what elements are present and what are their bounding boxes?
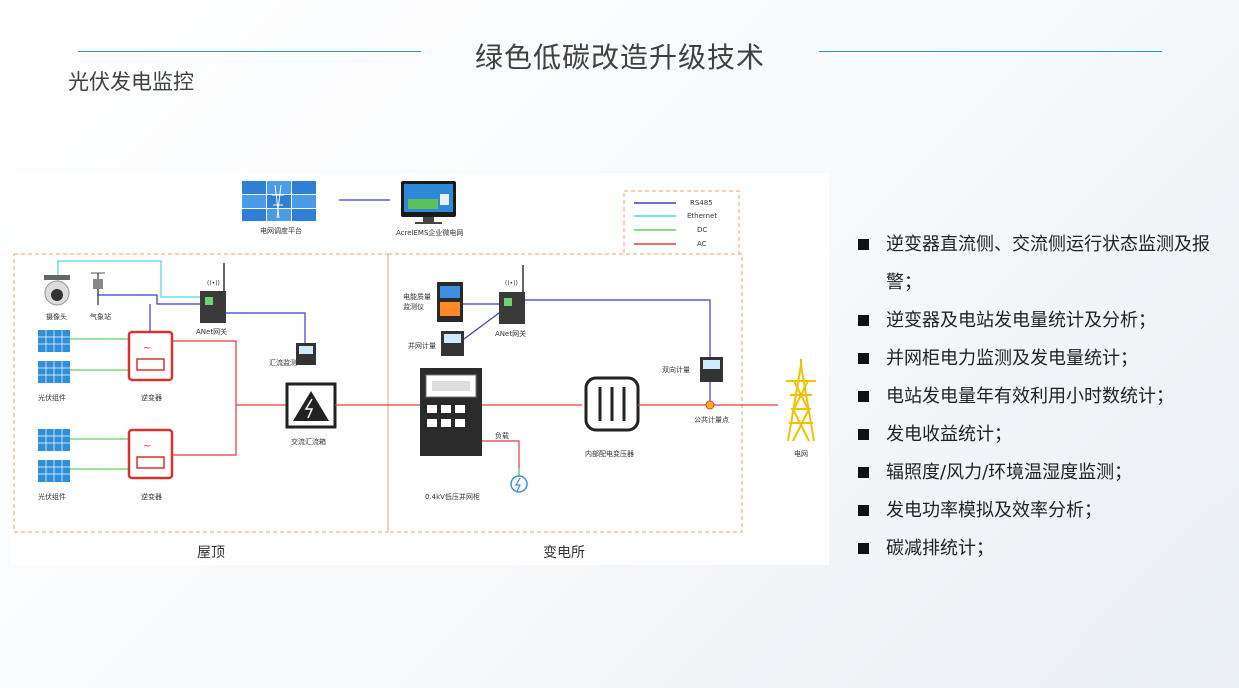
bullet-square-icon [858, 543, 869, 554]
pv2-label: 光伏组件 [38, 492, 66, 501]
bidir-meter-icon [700, 357, 723, 382]
anet-roof-gateway-icon: ((•)) [200, 263, 226, 323]
pq-monitor-icon [437, 282, 463, 322]
feature-text: 电站发电量年有效利用小时数统计； [886, 386, 1174, 407]
load-icon [510, 475, 528, 493]
bullet-square-icon [858, 391, 869, 402]
feature-text: 发电功率模拟及效率分析； [886, 500, 1102, 521]
camera-ethernet-link [57, 260, 203, 298]
grid-meter-label: 并网计量 [408, 341, 436, 350]
anet-sub-label: ANet网关 [495, 329, 526, 338]
power-tower-icon [786, 359, 816, 442]
feature-item: 辐照度/风力/环境温湿度监测； [858, 454, 1228, 492]
system-diagram: RS485 Ethernet DC AC 电网调度平台 AcrelEMS企业微电… [10, 173, 829, 565]
feature-text: 发电收益统计； [886, 424, 1012, 445]
title-line-left [78, 51, 421, 52]
transformer-label: 内部配电变压器 [585, 449, 634, 458]
svg-text:~: ~ [143, 343, 151, 354]
grid-dispatch-label: 电网调度平台 [260, 226, 302, 235]
legend-box [623, 190, 740, 255]
load-label: 负载 [495, 431, 509, 440]
cabinet-label: 0.4kV低压并网柜 [425, 492, 480, 501]
cabinet-icon [420, 368, 482, 456]
ems-label: AcrelEMS企业微电网 [396, 228, 463, 237]
feature-item: 发电收益统计； [858, 416, 1228, 454]
grid-dispatch-screen-icon [242, 181, 316, 221]
feature-item: 逆变器直流侧、交流侧运行状态监测及报警； [858, 226, 1228, 302]
feature-text: 辐照度/风力/环境温湿度监测； [886, 462, 1133, 483]
bullet-square-icon [858, 353, 869, 364]
combiner-meter-icon [296, 343, 316, 365]
title-line-right [819, 51, 1162, 52]
feature-text: 逆变器直流侧、交流侧运行状态监测及报警； [886, 234, 1210, 293]
bidir-meter-label: 双向计量 [662, 365, 690, 374]
anet-bidir-rs485-link [525, 299, 711, 357]
anet-sub-gateway-icon: ((•)) [499, 265, 525, 324]
bullet-square-icon [858, 467, 869, 478]
legend-ethernet-label: Ethernet [687, 212, 717, 220]
inverter1-label: 逆变器 [141, 393, 162, 402]
pcc-label: 公共计量点 [694, 415, 729, 424]
pv1-label: 光伏组件 [38, 393, 66, 402]
bullet-square-icon [858, 315, 869, 326]
legend-ac-label: AC [697, 240, 707, 248]
inverter-2-icon: ~ [127, 428, 174, 480]
combiner-meter-label: 汇流监测 [269, 358, 297, 367]
feature-item: 碳减排统计； [858, 530, 1228, 568]
feature-item: 逆变器及电站发电量统计及分析； [858, 302, 1228, 340]
feature-item: 电站发电量年有效利用小时数统计； [858, 378, 1228, 416]
combiner-box-icon [285, 382, 337, 429]
svg-text:((•)): ((•)) [207, 280, 220, 287]
meter-anet-rs485-link [463, 312, 500, 340]
grid-meter-icon [441, 331, 464, 356]
weather-station-icon [91, 272, 105, 305]
page-title: 绿色低碳改造升级技术 [474, 41, 765, 74]
feature-text: 并网柜电力监测及发电量统计； [886, 348, 1138, 369]
ems-monitor-icon [401, 181, 456, 224]
camera-icon [44, 275, 70, 306]
bullet-square-icon [858, 505, 869, 516]
bullet-square-icon [858, 429, 869, 440]
feature-text: 碳减排统计； [886, 538, 994, 559]
bullet-square-icon [858, 239, 869, 250]
svg-text:((•)): ((•)) [505, 280, 518, 287]
transformer-icon [584, 376, 640, 432]
substation-zone-label: 变电所 [543, 545, 585, 561]
pcc-point-icon [705, 400, 715, 410]
feature-item: 并网柜电力监测及发电量统计； [858, 340, 1228, 378]
roof-zone [13, 253, 389, 533]
inv-ac-bus [172, 340, 237, 456]
anet-roof-label: ANet网关 [196, 327, 227, 336]
svg-text:~: ~ [143, 441, 151, 452]
feature-text: 逆变器及电站发电量统计及分析； [886, 310, 1156, 331]
feature-list: 逆变器直流侧、交流侧运行状态监测及报警； 逆变器及电站发电量统计及分析； 并网柜… [858, 226, 1228, 568]
roof-zone-label: 屋顶 [197, 545, 225, 561]
diagram-svg: RS485 Ethernet DC AC 电网调度平台 AcrelEMS企业微电… [13, 181, 816, 561]
grid-label: 电网 [794, 449, 808, 458]
combiner-box-label: 交流汇流箱 [291, 437, 326, 446]
inverter2-label: 逆变器 [141, 492, 162, 501]
weather-label: 气象站 [90, 312, 111, 321]
pv-panels-1-icon [38, 330, 70, 383]
weather-rs485-link [97, 285, 203, 305]
pq-monitor-label-2: 监测仪 [403, 302, 424, 311]
legend-dc-label: DC [697, 226, 707, 234]
section-title: 光伏发电监控 [68, 70, 194, 94]
camera-label: 摄像头 [46, 312, 67, 321]
pq-monitor-label-1: 电能质量 [403, 292, 431, 301]
cabinet-load-ac [482, 440, 520, 476]
anet-roof-rs485-link [226, 312, 306, 343]
substation-zone [387, 253, 743, 533]
inverter-1-icon: ~ [127, 330, 174, 382]
pv-panels-2-icon [38, 429, 70, 482]
feature-item: 发电功率模拟及效率分析； [858, 492, 1228, 530]
legend-rs485-label: RS485 [690, 199, 713, 207]
